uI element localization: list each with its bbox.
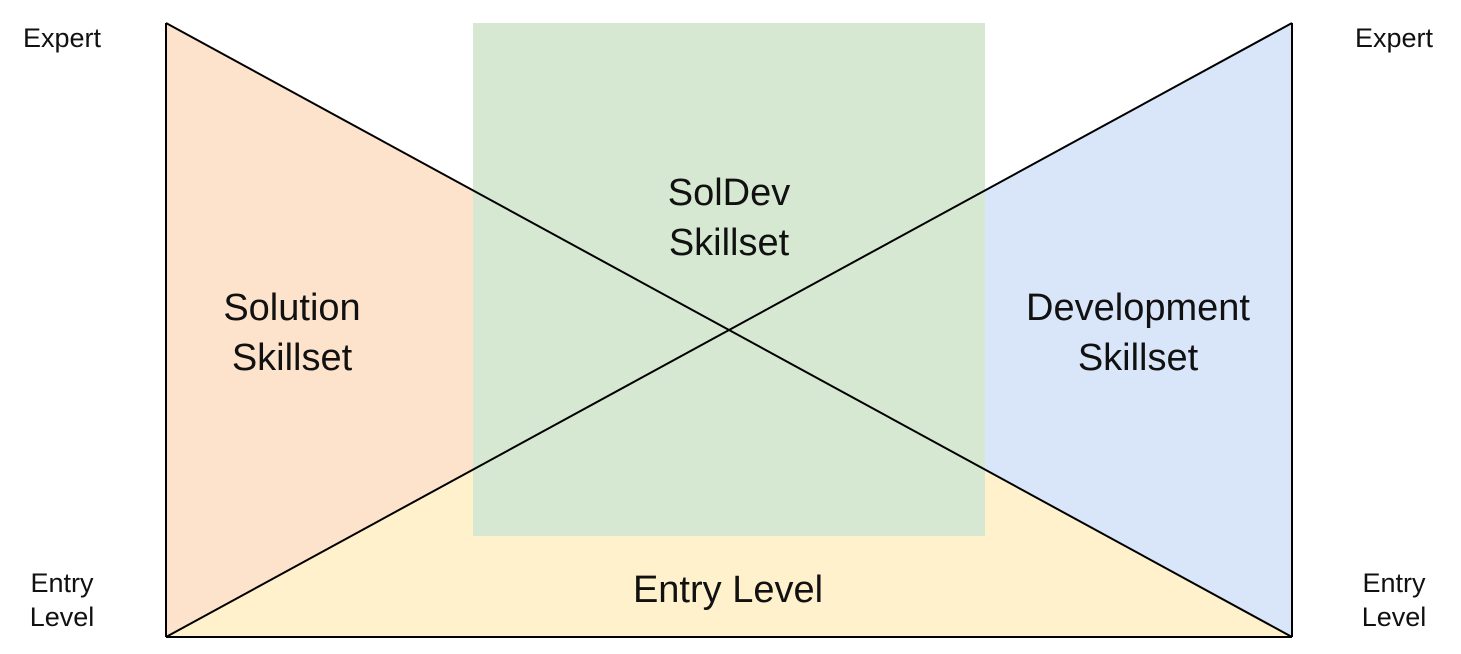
entry-level-label: Entry Level <box>578 565 878 615</box>
solution-label-line2: Skillset <box>231 337 353 379</box>
solution-region <box>166 23 729 637</box>
entry-level-label-line1: Entry Level <box>632 569 824 611</box>
left-entry-line1: Entry <box>30 568 94 598</box>
left-entry-line2: Level <box>29 602 95 632</box>
soldev-region <box>473 23 985 536</box>
right-entry-level-label: Entry Level <box>1334 566 1454 634</box>
right-expert-label: Expert <box>1354 23 1434 53</box>
right-entry-line1: Entry <box>1362 568 1426 598</box>
right-entry-line2: Level <box>1361 602 1427 632</box>
left-entry-level-label: Entry Level <box>2 566 122 634</box>
left-expert-label: Expert <box>22 23 102 53</box>
soldev-skillset-label: SolDev Skillset <box>629 168 829 268</box>
solution-skillset-label: Solution Skillset <box>192 283 392 383</box>
solution-label-line1: Solution <box>223 287 361 329</box>
soldev-label-line1: SolDev <box>667 172 791 214</box>
development-region <box>729 23 1292 637</box>
development-label-line1: Development <box>1026 287 1250 329</box>
soldev-label-line2: Skillset <box>668 222 790 264</box>
diagonal-up-line <box>165 22 1293 638</box>
development-label-line2: Skillset <box>1077 337 1199 379</box>
development-skillset-label: Development Skillset <box>988 283 1288 383</box>
